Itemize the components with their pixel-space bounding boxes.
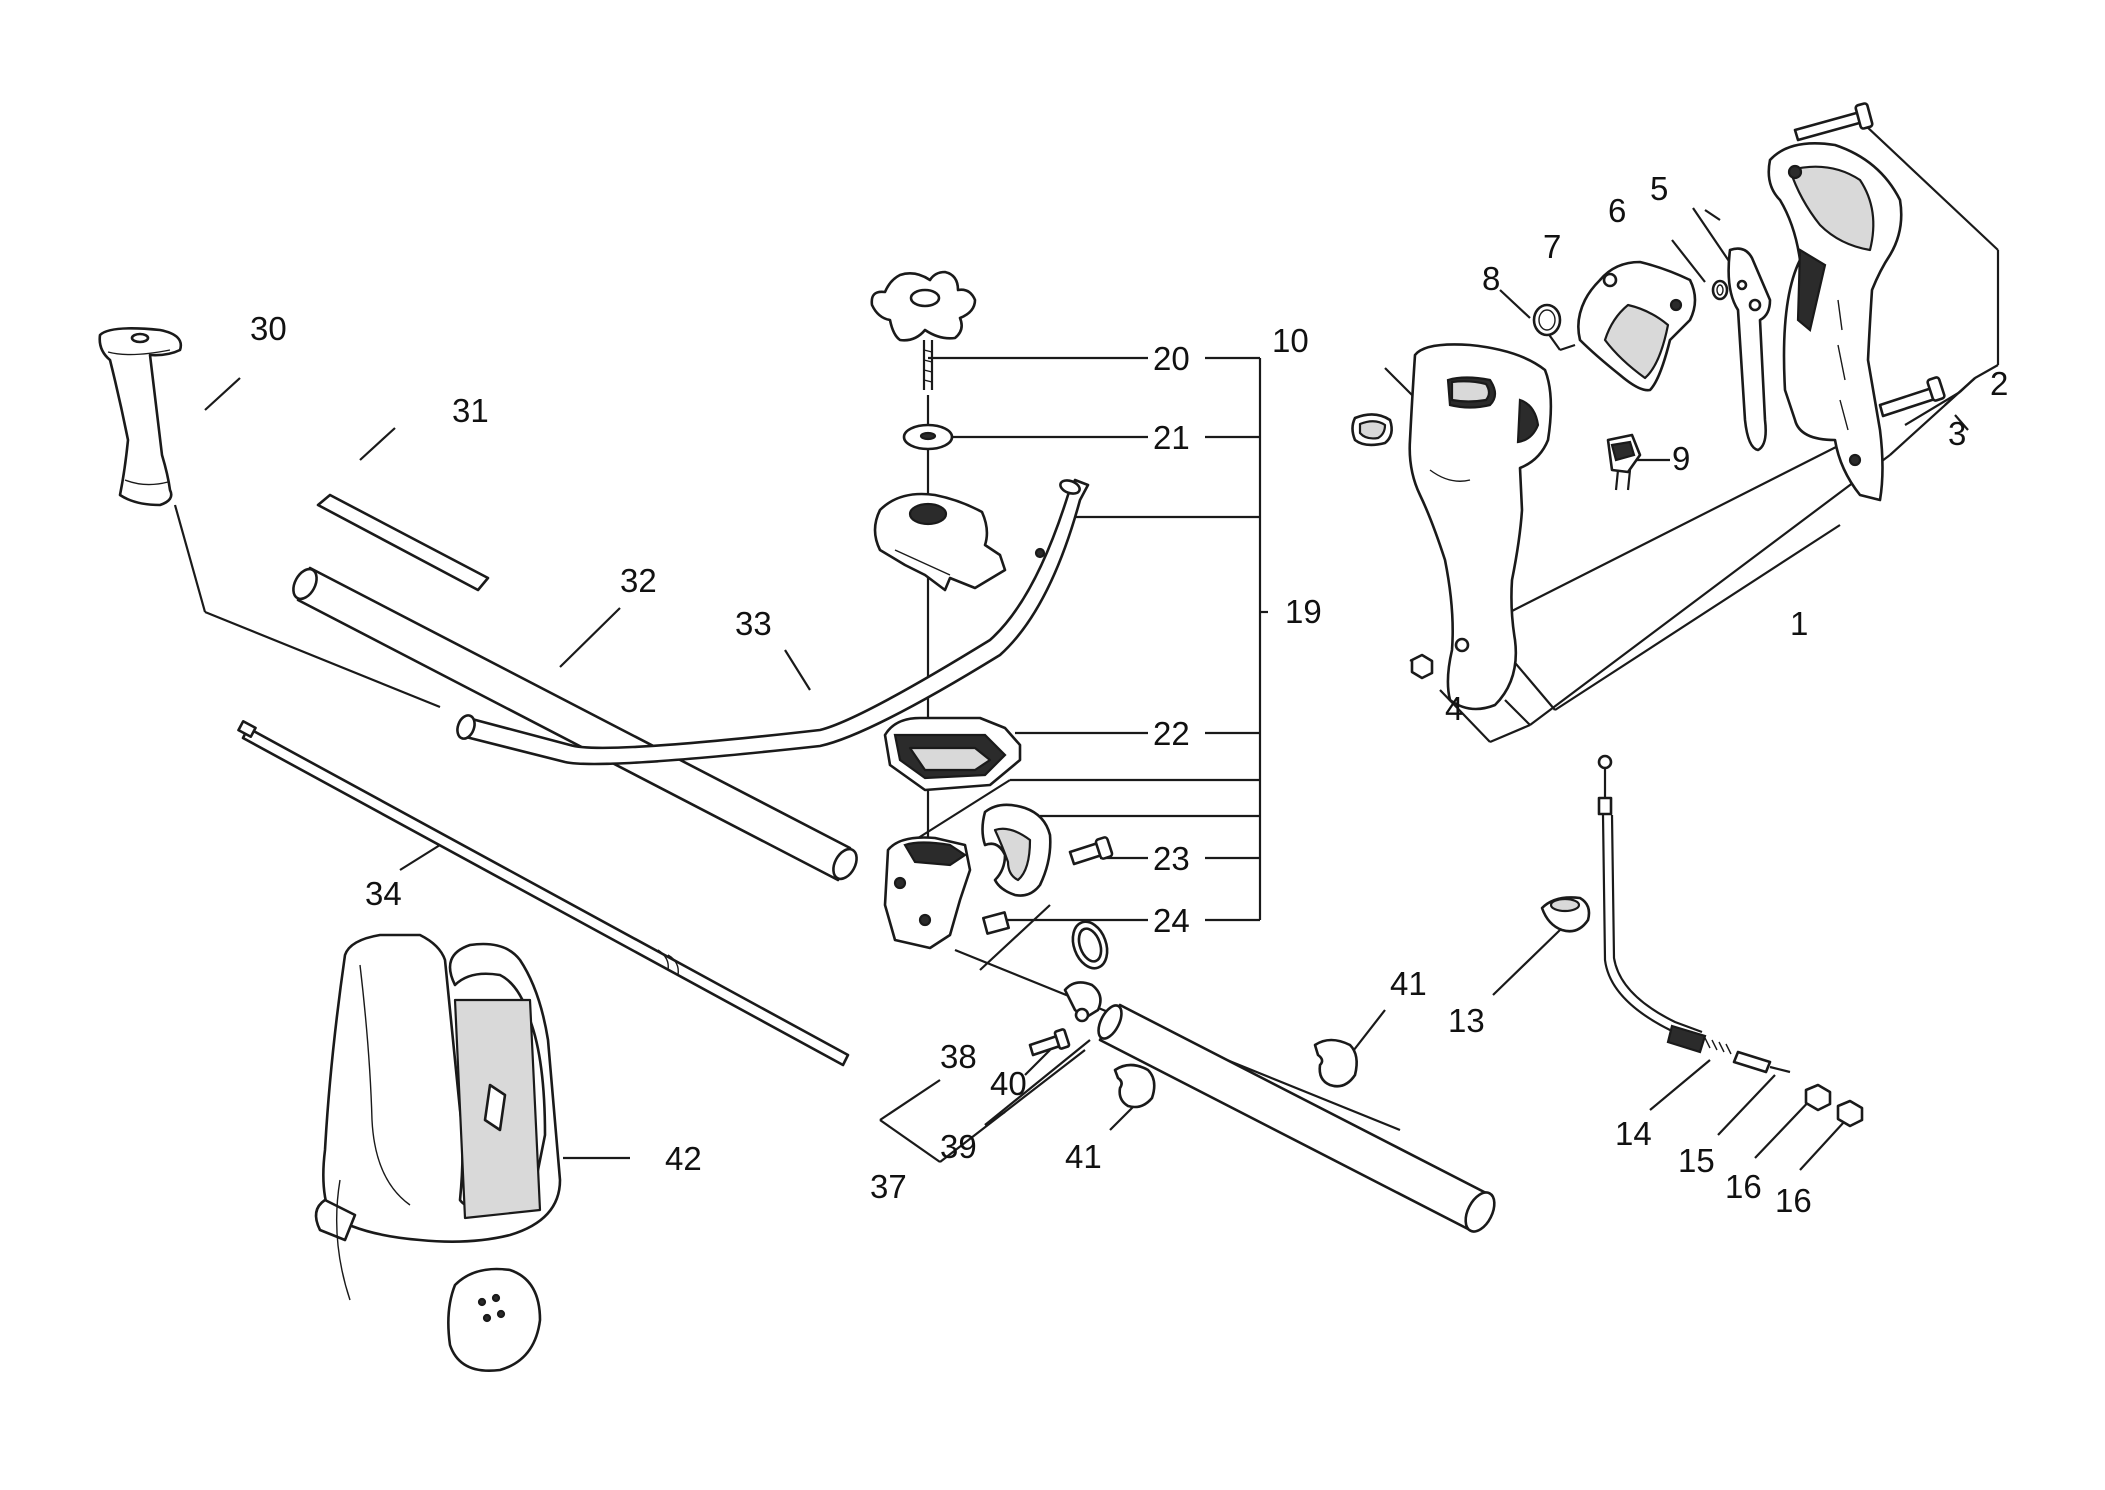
- label-41a: 41: [1390, 965, 1427, 1002]
- button-cover-icon: [1351, 413, 1393, 447]
- throttle-cable-icon: [1597, 754, 1791, 1074]
- clamp-half-icon: [981, 803, 1052, 897]
- label-38: 38: [940, 1038, 977, 1075]
- label-19: 19: [1285, 593, 1322, 630]
- label-8: 8: [1482, 260, 1500, 297]
- label-16a: 16: [1725, 1168, 1762, 1205]
- label-13: 13: [1448, 1002, 1485, 1039]
- outer-tube-icon: [1097, 1003, 1496, 1233]
- screw-3-icon: [1878, 376, 1946, 418]
- tube-icon: [292, 566, 858, 882]
- screw-icon: [1028, 1028, 1071, 1057]
- label-33: 33: [735, 605, 772, 642]
- harness-icon: [314, 933, 562, 1372]
- label-39: 39: [940, 1128, 977, 1165]
- label-7: 7: [1543, 228, 1561, 265]
- clamp-base-icon: [883, 716, 1022, 792]
- label-37: 37: [870, 1168, 907, 1205]
- nut-16a-icon: [1804, 1083, 1832, 1112]
- label-24: 24: [1153, 902, 1190, 939]
- label-21: 21: [1153, 419, 1190, 456]
- handlebar-icon: [456, 478, 1090, 766]
- callout-labels: 1 2 3 4 5 6 7 8 9 10 13 14 15 16 16 19 2…: [250, 170, 2008, 1219]
- label-42: 42: [665, 1140, 702, 1177]
- clip-icon: [1063, 981, 1102, 1023]
- label-5: 5: [1650, 170, 1668, 207]
- top-bolt-icon: [1793, 102, 1874, 142]
- label-30: 30: [250, 310, 287, 347]
- handle-grip-icon: [98, 327, 183, 507]
- trigger-icon: [1577, 260, 1697, 392]
- handle-half-icon: [1767, 142, 1903, 502]
- label-3: 3: [1948, 415, 1966, 452]
- label-16b: 16: [1775, 1182, 1812, 1219]
- spring-8-icon: [1532, 303, 1562, 337]
- label-1: 1: [1790, 605, 1808, 642]
- label-strip-icon: [316, 493, 490, 592]
- label-10: 10: [1272, 322, 1309, 359]
- label-23: 23: [1153, 840, 1190, 877]
- label-41b: 41: [1065, 1138, 1102, 1175]
- label-32: 32: [620, 562, 657, 599]
- cable-clip-icon: [1540, 896, 1591, 933]
- clip-41-upper-icon: [1313, 1038, 1358, 1088]
- washer-icon: [902, 423, 954, 451]
- knob-icon: [870, 270, 977, 390]
- label-22: 22: [1153, 715, 1190, 752]
- label-20: 20: [1153, 340, 1190, 377]
- clip-41-lower-icon: [1113, 1063, 1156, 1109]
- label-4: 4: [1445, 690, 1463, 727]
- switch-icon: [1606, 433, 1642, 491]
- lever-icon: [1727, 247, 1772, 452]
- label-9: 9: [1672, 440, 1690, 477]
- rear-handle-icon: [1408, 343, 1553, 711]
- upper-clamp-icon: [873, 492, 1007, 592]
- label-15: 15: [1678, 1142, 1715, 1179]
- label-31: 31: [452, 392, 489, 429]
- nut-4-icon: [1410, 653, 1434, 680]
- lower-clamp-icon: [883, 836, 1010, 950]
- label-40: 40: [990, 1065, 1027, 1102]
- nut-16b-icon: [1836, 1099, 1864, 1128]
- label-2: 2: [1990, 365, 2008, 402]
- label-34: 34: [365, 875, 402, 912]
- leader-lines: [173, 124, 2000, 1171]
- ring-icon: [1071, 920, 1109, 970]
- label-6: 6: [1608, 192, 1626, 229]
- bolt-icon: [1068, 836, 1114, 866]
- label-14: 14: [1615, 1115, 1652, 1152]
- spring-6-icon: [1711, 279, 1729, 301]
- drive-shaft-icon: [237, 719, 850, 1067]
